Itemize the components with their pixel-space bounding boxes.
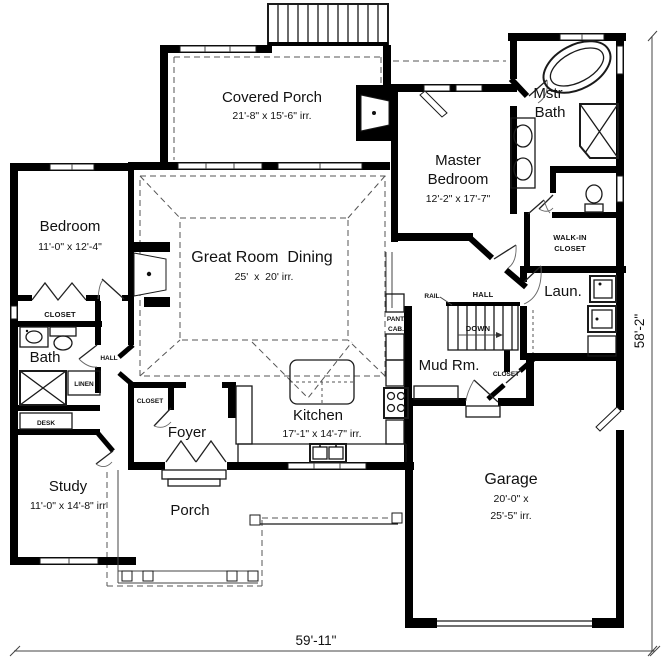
room-master-bedroom: Master Bedroom 12'-2" x 17'-7": [426, 152, 491, 205]
bedroom-label: Bedroom: [40, 218, 101, 235]
walls-layer: [10, 33, 626, 628]
room-study: Study 11'-0" x 14'-8" irr: [30, 478, 107, 512]
overall-height-dimension: 58'-2": [632, 314, 647, 349]
great-room-label: Great Room Dining: [191, 249, 332, 266]
room-covered-porch: Covered Porch 21'-8" x 15'-6" irr.: [222, 89, 322, 122]
mud-closet-label: CLOSET: [493, 371, 519, 378]
pantry-label-1: PANT.: [387, 316, 405, 323]
stairs-down-label: DOWN: [466, 324, 491, 333]
kitchen-fixtures: [235, 293, 409, 463]
room-bedroom: Bedroom 11'-0" x 12'-4": [38, 218, 102, 253]
study-label: Study: [49, 478, 88, 495]
laundry-appliances: [587, 275, 617, 357]
laundry-label: Laun.: [544, 283, 582, 300]
desk-label: DESK: [37, 420, 55, 427]
bedroom-size: 11'-0" x 12'-4": [38, 241, 102, 253]
room-garage: Garage 20'-0" x 25'-5" irr.: [484, 471, 537, 522]
overall-width-dimension: 59'-11": [296, 633, 337, 648]
hall-bath-fixtures: [19, 326, 101, 430]
bath-label: Bath: [30, 349, 61, 366]
mstr-bath-fixtures: [510, 40, 619, 213]
room-walk-in-closet: WALK-IN CLOSET: [553, 233, 586, 253]
linen-label: LINEN: [74, 381, 94, 388]
dimension-lines: 59'-11" 58'-2": [9, 30, 661, 657]
master-bedroom-label-2: Bedroom: [428, 171, 489, 188]
walk-in-closet-label-1: WALK-IN: [553, 233, 586, 242]
room-labels: Covered Porch 21'-8" x 15'-6" irr. Maste…: [30, 85, 587, 522]
garage-size-1: 20'-0" x: [494, 493, 530, 505]
tub: [542, 40, 612, 94]
bedroom-closet-label: CLOSET: [44, 310, 76, 319]
pantry-cabinet-labels: PANT. CAB.: [387, 316, 405, 333]
rail-label: RAIL: [424, 293, 439, 300]
mud-room-bench: [413, 385, 459, 400]
mud-room-label: Mud Rm.: [419, 357, 480, 374]
porch-fireplace: [356, 85, 394, 141]
room-great-room: Great Room Dining 25' x 20' irr.: [191, 249, 332, 283]
kitchen-size: 17'-1" x 14'-7" irr.: [282, 428, 361, 440]
master-bedroom-size: 12'-2" x 17'-7": [426, 193, 491, 205]
hall-left-label: HALL: [100, 355, 117, 362]
covered-porch-label: Covered Porch: [222, 89, 322, 106]
dashed-lines-layer: [106, 56, 534, 587]
porch-columns: [117, 469, 403, 584]
foyer-closet-label: CLOSET: [137, 398, 163, 405]
pantry-label-2: CAB.: [388, 326, 404, 333]
porch-label: Porch: [170, 502, 209, 519]
study-size: 11'-0" x 14'-8" irr: [30, 500, 107, 512]
deck-steps: [267, 3, 389, 46]
room-mstr-bath: Mstr Bath: [533, 85, 565, 121]
mstr-bath-label-2: Bath: [535, 104, 566, 121]
doors-layer: [31, 79, 622, 467]
windows-layer: [10, 33, 624, 565]
mstr-bath-label-1: Mstr: [533, 85, 562, 102]
great-room-fireplace: [128, 242, 170, 307]
kitchen-label: Kitchen: [293, 407, 343, 424]
stairs: [439, 296, 520, 351]
room-kitchen: Kitchen 17'-1" x 14'-7" irr.: [282, 407, 361, 440]
garage-label: Garage: [484, 471, 537, 488]
great-room-size: 25' x 20' irr.: [235, 271, 294, 283]
covered-porch-size: 21'-8" x 15'-6" irr.: [232, 110, 311, 122]
foyer-label: Foyer: [168, 424, 206, 441]
garage-size-2: 25'-5" irr.: [490, 510, 531, 522]
hall-right-label: HALL: [473, 290, 494, 299]
walk-in-closet-label-2: CLOSET: [554, 244, 586, 253]
master-bedroom-label-1: Master: [435, 152, 481, 169]
